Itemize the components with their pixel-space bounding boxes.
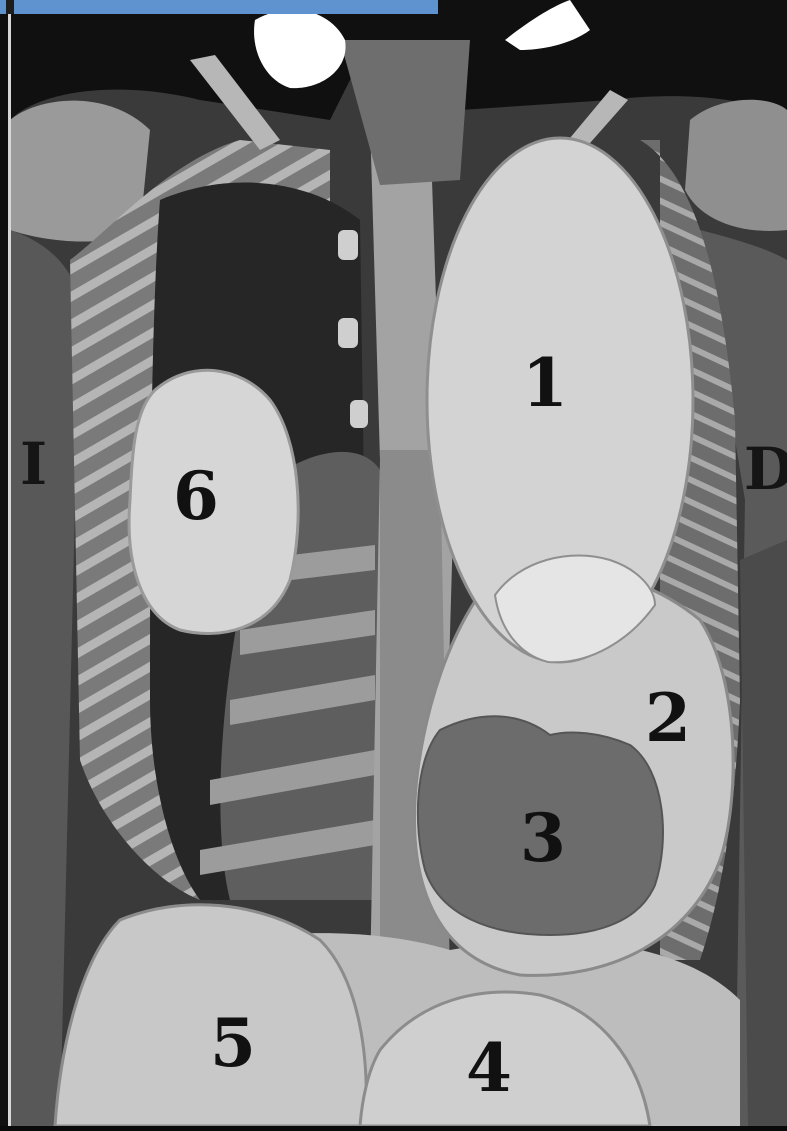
organ-label-3: 3 bbox=[520, 805, 566, 871]
organ-label-1: 1 bbox=[522, 350, 568, 416]
organ-label-2: 2 bbox=[645, 685, 691, 751]
organ-label-4: 4 bbox=[466, 1035, 512, 1101]
left-side-label: I bbox=[20, 435, 47, 493]
left-edge-line bbox=[8, 14, 11, 1126]
organ-label-6: 6 bbox=[173, 463, 219, 529]
right-edge bbox=[740, 540, 787, 1126]
right-side-label: D bbox=[744, 440, 787, 498]
top-bar-marker bbox=[6, 0, 14, 14]
top-color-bar bbox=[0, 0, 438, 14]
organ-label-5: 5 bbox=[210, 1010, 256, 1076]
